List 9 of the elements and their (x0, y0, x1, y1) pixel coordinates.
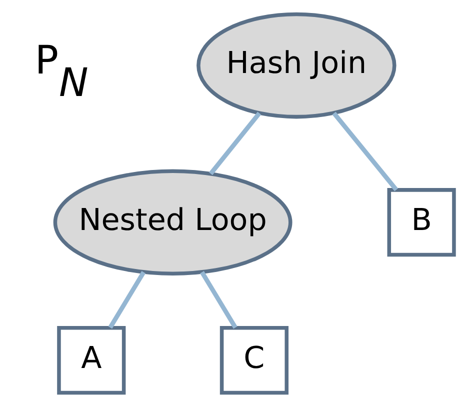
node-box: C (220, 326, 288, 395)
connector (208, 112, 262, 176)
connector (108, 271, 146, 329)
connector (332, 112, 398, 192)
node-box: A (57, 326, 126, 395)
node-ellipse: Nested Loop (53, 169, 292, 276)
connector (200, 271, 238, 329)
node-ellipse: Hash Join (196, 12, 396, 119)
node-box: B (387, 188, 456, 257)
